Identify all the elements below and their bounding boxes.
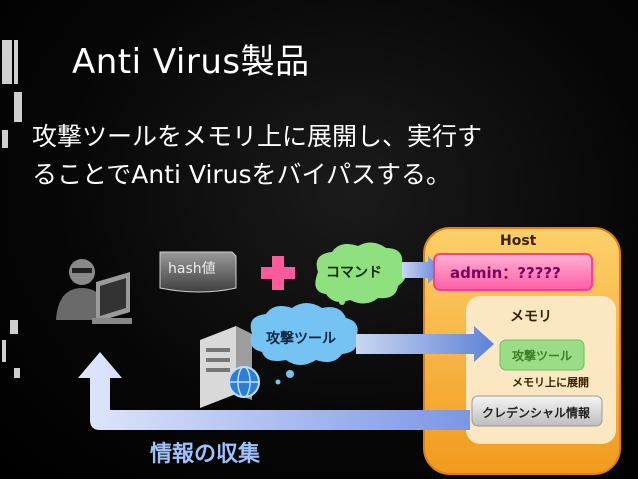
memory-tool-label: 攻撃ツール <box>512 349 573 363</box>
slide-body: 攻撃ツールをメモリ上に展開し、実行す ることでAnti Virusをバイパスする… <box>32 118 632 194</box>
command-label: コマンド <box>326 265 382 281</box>
memory-tool-box <box>499 339 585 371</box>
hash-label: hash値 <box>168 261 216 277</box>
admin-label: admin：????? <box>450 264 561 282</box>
body-line-2: ることでAnti Virusをバイパスする。 <box>32 160 452 189</box>
globe-icon <box>228 366 260 398</box>
command-cloud <box>315 242 407 304</box>
memory-expand-label: メモリ上に展開 <box>512 376 589 389</box>
body-line-1: 攻撃ツールをメモリ上に展開し、実行す <box>32 122 483 151</box>
collect-label: 情報の収集 <box>150 442 261 467</box>
slide-title: Anti Virus製品 <box>72 42 310 82</box>
server-icon <box>200 326 252 408</box>
plus-icon <box>261 256 295 290</box>
collect-arrow <box>78 352 470 430</box>
attack-tool-label: 攻撃ツール <box>266 331 336 347</box>
command-arrow <box>402 256 442 284</box>
memory-label: メモリ <box>510 309 552 325</box>
credential-label: クレデンシャル情報 <box>482 406 591 420</box>
tool-arrow <box>356 326 494 362</box>
admin-box <box>433 253 593 291</box>
hash-shape <box>159 251 237 293</box>
credential-box <box>471 395 603 427</box>
decorative-bars <box>0 0 24 479</box>
attack-tool-cloud <box>250 303 358 365</box>
hacker-icon <box>56 259 132 324</box>
host-label: Host <box>500 233 537 249</box>
